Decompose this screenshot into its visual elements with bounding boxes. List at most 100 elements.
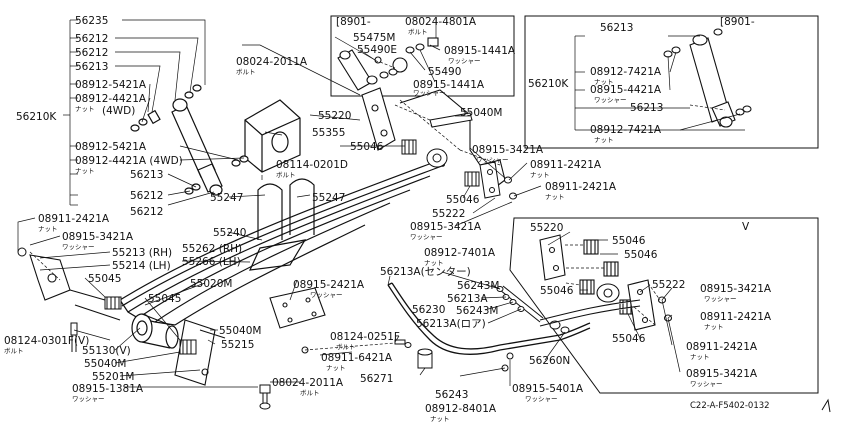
label-55247-a: 55247 [210, 192, 243, 204]
label-08912-5421A-a: 08912-5421A [75, 79, 147, 91]
label-55130: 55130(V) [82, 345, 131, 357]
inset2-small-nut-b: ナット [594, 136, 614, 144]
inset2-small-nut-a: ナット [594, 78, 614, 86]
inset3-small-washer-b: ワッシャー [690, 380, 723, 388]
bushing-55045-a [104, 296, 122, 310]
figure-code: C22-A-F5402-0132 [690, 401, 770, 411]
label-55266: 55266 (LH) [182, 256, 241, 268]
inset1-08915-1441A-a: 08915-1441A [444, 45, 516, 57]
label-08912-5421A-b: 08912-5421A [75, 141, 147, 153]
label-56271: 56271 [360, 373, 393, 385]
label-08024-2011A-top: 08024-2011A [236, 56, 308, 68]
stabilizer-bushing [417, 348, 433, 369]
label-55262: 55262 (RH) [182, 243, 242, 255]
small-bolt-c: ボルト [236, 68, 256, 76]
inset3-08911-2421A-a: 08911-2421A [700, 311, 772, 323]
label-08915-3421A-main: 08915-3421A [472, 144, 544, 156]
label-08024-2011A-bottom: 08024-2011A [272, 377, 344, 389]
label-08915-5401A: 08915-5401A [512, 383, 584, 395]
label-08912-7401A: 08912-7401A [424, 247, 496, 259]
label-55040M-a: 55040M [84, 358, 126, 370]
small-bolt-a: ボルト [4, 347, 24, 355]
front-eye-bushing [131, 313, 179, 349]
inset1-small-washer-a: ワッシャー [448, 57, 481, 65]
label-56230: 56230 [412, 304, 445, 316]
inset2-08915-4421A: 08915-4421A [590, 84, 662, 96]
label-08911-2421A-left: 08911-2421A [38, 213, 110, 225]
small-nut-b: ナット [75, 167, 95, 175]
dashed-guides [29, 61, 726, 351]
small-washer-c: ワッシャー [476, 156, 509, 164]
label-08915-3421A-m2: 08915-3421A [410, 221, 482, 233]
inset2-small-washer: ワッシャー [594, 96, 627, 104]
small-nut-g: ナット [326, 364, 346, 372]
small-nut-c: ナット [38, 225, 58, 233]
label-55045-a: 55045 [88, 273, 121, 285]
label-08912-4421A-b: 08912-4421A (4WD) [75, 155, 183, 167]
inset1-range: [8901- [336, 16, 371, 28]
label-56243: 56243 [435, 389, 468, 401]
pin-55040M-top [429, 112, 473, 128]
bolt-08124-0301F [70, 322, 78, 352]
spring-seat-plate [269, 287, 326, 329]
inset2-56210K: 56210K [528, 78, 569, 90]
bolt-08024-2011A-bottom [259, 384, 271, 410]
small-nut-a: ナット [75, 105, 95, 113]
label-56213A-rear: 56213A(ロア) [416, 318, 486, 330]
inset1-55490E: 55490E [357, 44, 397, 56]
inset1-55490: 55490 [428, 66, 461, 78]
label-56260N: 56260N [529, 355, 570, 367]
label-56212-d: 56212 [130, 206, 163, 218]
inset3-08911-2421A-b: 08911-2421A [686, 341, 758, 353]
inset3-08915-3421A-a: 08915-3421A [700, 283, 772, 295]
label-55222-main: 55222 [432, 208, 465, 220]
label-55214: 55214 (LH) [112, 260, 171, 272]
inset1-small-washer-b: ワッシャー [413, 89, 446, 97]
label-08915-3421A-left: 08915-3421A [62, 231, 134, 243]
inset2-56213-top: 56213 [600, 22, 633, 34]
label-08915-1381A: 08915-1381A [72, 383, 144, 395]
bushing-55045-b [179, 339, 197, 355]
inset2-08912-7421A-a: 08912-7421A [590, 66, 662, 78]
label-56243M-a: 56243M [457, 280, 499, 292]
shackle-plates [174, 319, 226, 386]
label-08124-0251F: 08124-0251F [330, 331, 400, 343]
bump-stopper [244, 99, 301, 173]
label-56243M-b: 56243M [456, 305, 498, 317]
small-nut-f: ナット [424, 259, 444, 267]
label-56212-b: 56212 [75, 47, 108, 59]
label-08912-8401A: 08912-8401A [425, 403, 497, 415]
label-56212-a: 56212 [75, 33, 108, 45]
small-washer-e: ワッシャー [310, 291, 343, 299]
label-56213-a: 56213 [75, 61, 108, 73]
inset1-shock [337, 37, 439, 91]
label-55213: 55213 (RH) [112, 247, 172, 259]
inset3-V: V [742, 221, 750, 233]
label-55240: 55240 [213, 227, 246, 239]
label-56213-b: 56213 [130, 169, 163, 181]
label-56210K-left: 56210K [16, 111, 57, 123]
leader-lines [17, 18, 745, 388]
inset3-55046-c: 55046 [540, 285, 574, 297]
label-55045-b: 55045 [148, 293, 181, 305]
label-55220-main: 55220 [318, 110, 351, 122]
inset1-08915-1441A-b: 08915-1441A [413, 79, 485, 91]
inset3-small-washer-a: ワッシャー [704, 295, 737, 303]
label-56213A-b: 56213A [447, 293, 488, 305]
small-nut-d: ナット [530, 171, 550, 179]
u-bolts [249, 178, 315, 271]
label-55046-a: 55046 [350, 141, 384, 153]
inset2-56213: 56213 [630, 102, 663, 114]
label-08911-2421A-m2: 08911-2421A [545, 181, 617, 193]
shackle-plate-main [479, 161, 517, 200]
label-55040M-b: 55040M [219, 325, 261, 337]
small-nut-h: ナット [430, 415, 450, 423]
inset-frame-shackle-v [509, 217, 819, 394]
label-56235: 56235 [75, 15, 108, 27]
inset3-small-nut-b: ナット [690, 353, 710, 361]
label-08911-2421A-m1: 08911-2421A [530, 159, 602, 171]
inset3-55046-b: 55046 [624, 249, 658, 261]
front-hanger-bracket [29, 254, 121, 321]
corner-mark [821, 398, 831, 413]
